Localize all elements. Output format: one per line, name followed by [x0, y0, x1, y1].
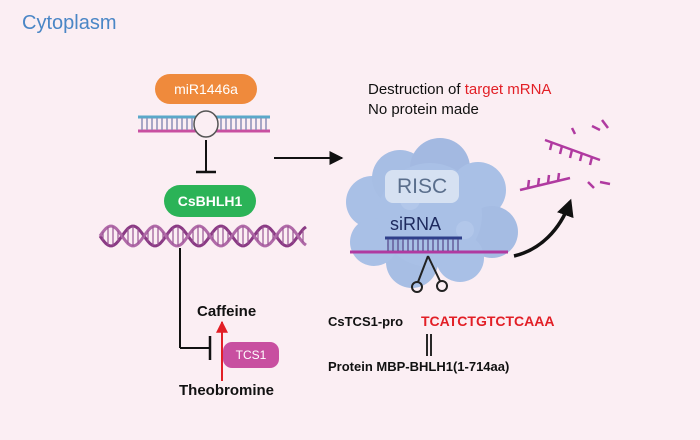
outcome-highlight: target mRNA [464, 81, 552, 98]
inhibition-mirna-bhlh [196, 140, 216, 174]
regulation-path [179, 248, 212, 360]
promoter-label: CsTCS1-pro [328, 314, 404, 329]
outcome-line-2: No protein made [368, 101, 479, 118]
dna-helix [98, 224, 307, 248]
substrate-label: Theobromine [179, 382, 275, 399]
risc-label: RISC [397, 175, 448, 198]
product-label: Caffeine [197, 303, 257, 320]
outcome-prefix: Destruction of [368, 81, 465, 98]
tf-node: CsBHLH1 [164, 185, 256, 217]
risc-complex [346, 138, 518, 288]
binding-lines [426, 334, 432, 356]
mrna-fragments [519, 119, 611, 192]
sirna-mrna-duplex [350, 236, 508, 254]
scissors-icon [411, 255, 448, 293]
outcome-line-1: Destruction of target mRNA [368, 82, 551, 97]
mirna-node: miR1446a [155, 74, 257, 104]
protein-label: Protein MBP-BHLH1(1-714aa) [328, 359, 510, 374]
promoter-sequence: TCATCTGTCTCAAA [421, 313, 555, 329]
sirna-label: siRNA [390, 214, 442, 234]
curved-arrow [513, 198, 574, 258]
enzyme-node: TCS1 [223, 342, 279, 368]
region-label: Cytoplasm [22, 12, 117, 34]
mirna-duplex [138, 110, 270, 138]
